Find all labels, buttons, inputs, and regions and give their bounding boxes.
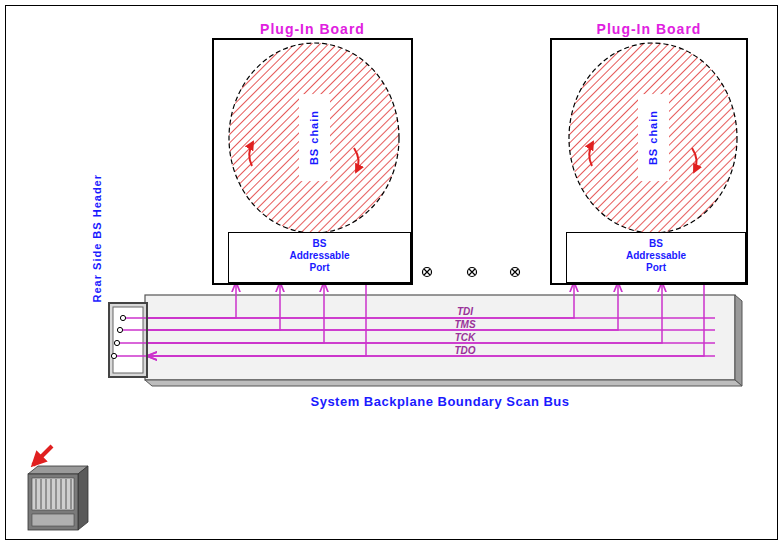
chassis-icon — [28, 466, 88, 530]
outer-frame — [6, 6, 778, 540]
signal-name: TDO — [454, 345, 475, 356]
flow-arrow — [249, 142, 253, 166]
vert: BS chain — [638, 94, 669, 181]
pointer-arrow — [33, 446, 52, 465]
flow-arrow — [692, 148, 697, 172]
backplane-band — [145, 295, 742, 386]
signal-connector — [148, 283, 704, 356]
signal-name: TMS — [454, 319, 475, 330]
bus-wires — [114, 318, 715, 356]
band-title: System Backplane Boundary Scan Bus — [145, 394, 735, 410]
bs-chain-oval: BS chain — [228, 42, 400, 234]
signal-connector — [148, 283, 280, 330]
board-title: Plug-In Board — [552, 21, 746, 37]
continuation-dots — [423, 268, 520, 277]
header-body — [108, 302, 148, 378]
signal-connector — [148, 283, 618, 330]
signal-connector — [148, 283, 236, 318]
bs-chain-oval: BS chain — [568, 42, 738, 234]
port-text: BS Addressable Port — [620, 238, 692, 274]
header-pins — [111, 315, 125, 358]
vert: BS chain — [299, 94, 330, 181]
signal-connector — [148, 283, 662, 343]
backplane-bus: System Backplane Boundary Scan Bus — [145, 295, 735, 380]
signal-connector — [148, 283, 366, 356]
header-title: Rear Side BS Header — [91, 174, 104, 302]
addressable-port: BS Addressable Port — [566, 232, 746, 283]
signal-connector — [148, 283, 324, 343]
rear-header: Rear Side BS Header — [108, 302, 148, 378]
signal-name: TCK — [455, 332, 476, 343]
port-text: BS Addressable Port — [284, 238, 356, 274]
signal-name: TDI — [457, 306, 473, 317]
signal-connector — [148, 283, 574, 318]
plug-in-board: BS chainBS Addressable PortPlug-In Board — [550, 38, 748, 285]
board-title: Plug-In Board — [214, 21, 411, 37]
flow-arrow — [354, 148, 359, 172]
addressable-port: BS Addressable Port — [228, 232, 411, 283]
plug-in-board: BS chainBS Addressable PortPlug-In Board — [212, 38, 413, 285]
flow-arrow — [589, 142, 593, 166]
